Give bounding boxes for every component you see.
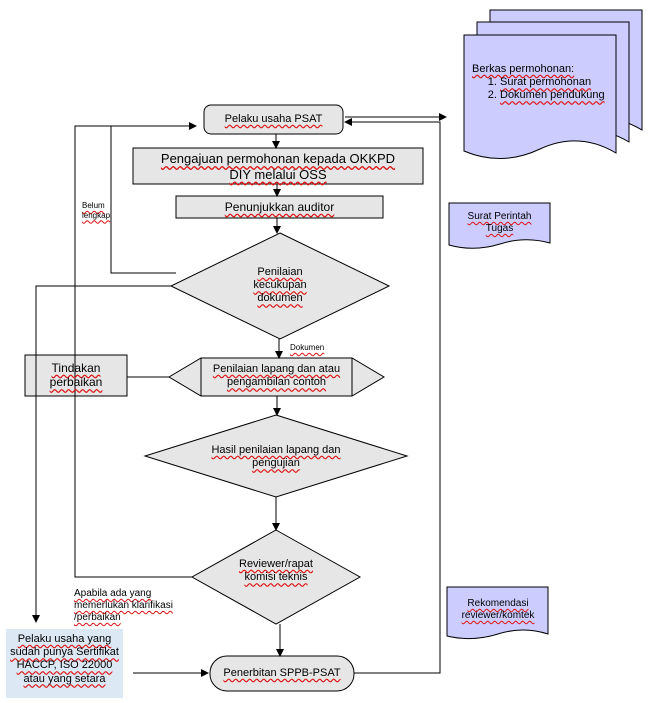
pelaku-usaha-label: Pelaku usaha PSAT <box>224 113 323 125</box>
berkas-item: Dokumen pendukung <box>500 89 608 102</box>
reviewer-label: Reviewer/rapat komisi teknis <box>239 558 313 584</box>
rekomendasi-label: Rekomendasi reviewer/komtek <box>461 598 535 621</box>
dokumen-label: Dokumen <box>290 343 325 352</box>
sertifikat-label: Pelaku usaha yang sudah punya Sertifikat… <box>10 633 119 685</box>
pelaku-usaha-box <box>203 104 344 135</box>
berkas-document-stack <box>463 9 643 160</box>
surat-tugas-label: Surat Perintah Tugas <box>467 211 532 234</box>
belum-lengkap-label: Belum lengkap <box>82 201 111 220</box>
sertifikat-box <box>6 629 123 698</box>
klarifikasi-label: Apabila ada yang memerlukan klarifikasi … <box>74 588 173 623</box>
hasil-label: Hasil penilaian lapang dan pengujian <box>211 444 341 470</box>
berkas-items-list: Surat permohonan Dokumen pendukung <box>472 76 608 102</box>
penerbitan-label: Penerbitan SPPB-PSAT <box>223 667 341 679</box>
penilaian-lapang-label: Penilaian lapang dan atau pengambilan co… <box>212 363 341 389</box>
pengajuan-label: Pengajuan permohonan kepada OKKPD DIY me… <box>160 151 396 182</box>
surat-tugas-document <box>448 202 551 249</box>
reviewer-diamond <box>190 529 362 625</box>
berkas-document-text: Berkas permohonan: Surat permohonan Doku… <box>472 63 608 103</box>
connectors <box>32 113 447 677</box>
penilaian-kecukupan-diamond <box>169 232 391 340</box>
tindakan-label: Tindakan perbaikan <box>49 361 103 390</box>
rekomendasi-document <box>446 586 549 640</box>
berkas-item: Surat permohonan <box>500 76 608 89</box>
penilaian-kecukupan-label: Penilaian kecukupan dokumen <box>253 266 307 305</box>
penunjukkan-label: Penunjukkan auditor <box>224 200 335 214</box>
berkas-title: Berkas permohonan: <box>472 63 575 75</box>
tindakan-box <box>24 354 128 397</box>
